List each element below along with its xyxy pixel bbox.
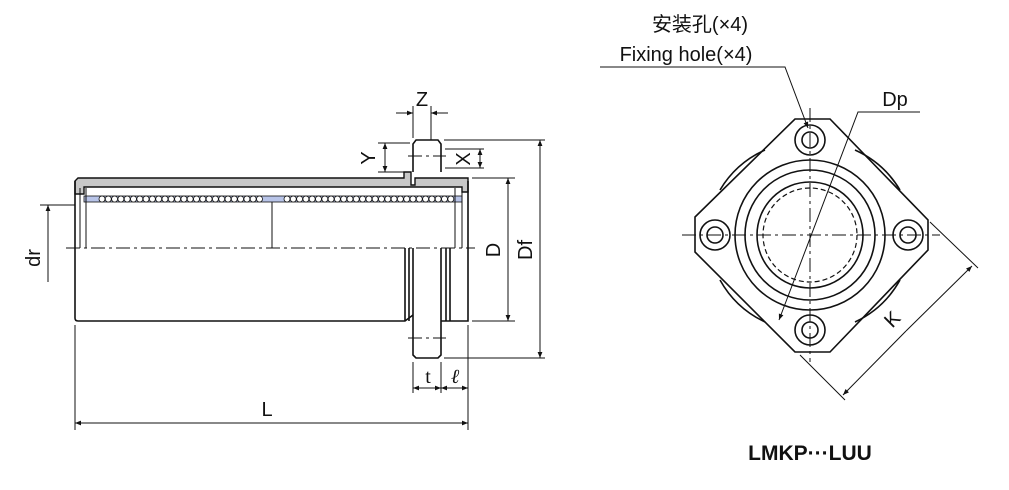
ball xyxy=(422,195,430,203)
flange-outline xyxy=(694,118,929,353)
dim-k-label: K xyxy=(880,307,905,332)
ball xyxy=(142,195,150,203)
ball xyxy=(434,195,442,203)
dim-z-label: Z xyxy=(416,89,428,111)
ball xyxy=(359,195,367,203)
body-outline xyxy=(74,181,414,322)
ball xyxy=(193,195,200,203)
dim-y-label: Y xyxy=(358,151,380,164)
dim-t-label: t xyxy=(425,366,431,388)
fixing-hole-cn-label: 安装孔(×4) xyxy=(652,13,748,36)
ball xyxy=(243,195,251,203)
ball xyxy=(199,195,207,203)
dim-dr-label: dr xyxy=(23,249,45,267)
dim-l-label: ℓ xyxy=(451,366,460,388)
model-title: LMKP···LUU xyxy=(748,442,872,465)
side-view: Z Y X D Df dr t ℓ L xyxy=(23,89,545,430)
ball-rows xyxy=(98,195,455,203)
ball xyxy=(230,195,238,203)
ball xyxy=(371,195,379,203)
ball xyxy=(155,195,163,203)
dim-d-label: D xyxy=(483,243,505,257)
ball xyxy=(403,195,411,203)
ball xyxy=(396,195,404,203)
ball xyxy=(327,195,335,203)
ball xyxy=(224,195,232,203)
ball xyxy=(211,195,219,203)
ball xyxy=(428,195,436,203)
ball xyxy=(111,195,118,203)
dim-l-total-label: L xyxy=(261,399,272,421)
ball xyxy=(249,195,257,203)
ball xyxy=(256,195,263,203)
ball xyxy=(205,195,213,203)
ball xyxy=(186,195,194,203)
ball xyxy=(180,195,188,203)
ball xyxy=(123,195,131,203)
housing-section xyxy=(74,171,469,195)
ball xyxy=(346,195,354,203)
dim-df-label: Df xyxy=(515,240,537,260)
ball xyxy=(447,195,455,203)
ball xyxy=(218,195,226,203)
ball xyxy=(117,195,125,203)
ball xyxy=(104,195,112,203)
ball xyxy=(378,195,385,203)
ball xyxy=(441,195,448,203)
ball xyxy=(352,195,360,203)
ball xyxy=(321,195,329,203)
ball xyxy=(365,195,373,203)
ball xyxy=(302,195,310,203)
ball xyxy=(415,195,423,203)
ball xyxy=(340,195,348,203)
ball xyxy=(237,195,245,203)
fixing-hole-en-label: Fixing hole(×4) xyxy=(620,44,753,66)
ball xyxy=(390,195,398,203)
ball xyxy=(308,195,316,203)
front-view: 安装孔(×4) Fixing hole(×4) Dp K xyxy=(600,13,979,401)
ball xyxy=(296,195,304,203)
ball xyxy=(161,195,169,203)
ball xyxy=(289,195,297,203)
ball xyxy=(283,195,291,203)
flange-bottom xyxy=(404,248,451,359)
flange-top xyxy=(412,139,442,172)
ball xyxy=(130,195,137,203)
ball xyxy=(315,195,322,203)
ball xyxy=(409,195,417,203)
ball xyxy=(148,195,156,203)
dim-dp-label: Dp xyxy=(882,89,908,111)
ball xyxy=(333,195,341,203)
ball xyxy=(174,195,182,203)
dim-x-label: X xyxy=(453,152,475,165)
ball xyxy=(136,195,144,203)
ball xyxy=(167,195,175,203)
ball xyxy=(384,195,392,203)
ball xyxy=(98,195,106,203)
